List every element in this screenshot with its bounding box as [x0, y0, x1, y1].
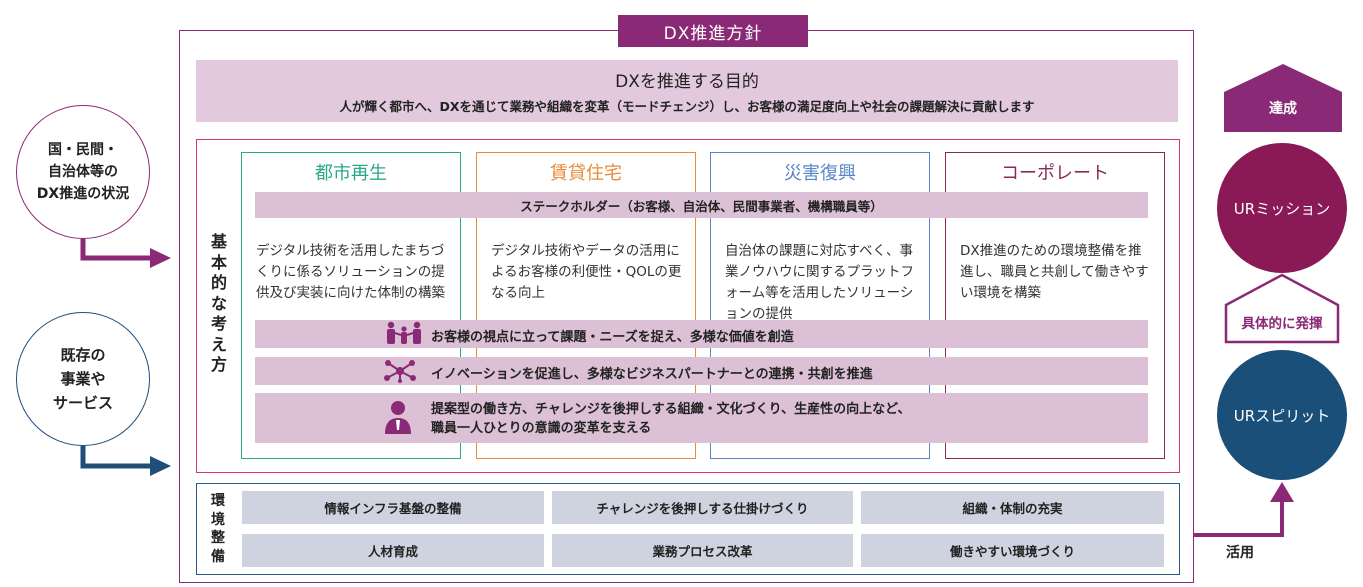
circle-line: 事業や — [60, 370, 106, 388]
env-cell: 情報インフラ基盤の整備 — [242, 491, 544, 524]
ur-mission-circle: URミッション — [1217, 143, 1347, 273]
label-char: 本 — [210, 252, 227, 272]
people-icon — [387, 321, 421, 344]
value-text-multiline: 提案型の働き方、チャレンジを後押しする組織・文化づくり、生産性の向上など、 職員… — [431, 400, 1138, 438]
value-text: イノベーションを促進し、多様なビジネスパートナーとの連携・共創を推進 — [431, 367, 873, 382]
value-text-line1: 提案型の働き方、チャレンジを後押しする組織・文化づくり、生産性の向上など、 — [431, 402, 911, 417]
circle-line: 既存の — [60, 346, 106, 364]
label-char: な — [210, 293, 227, 313]
value-text-line2: 職員一人ひとりの意識の変革を支える — [431, 421, 652, 436]
basic-approach-label: 基 本 的 な 考 え 方 — [205, 232, 233, 376]
label-char: 方 — [210, 355, 227, 374]
dx-status-circle: 国・民間・ 自治体等の DX推進の状況 — [16, 105, 150, 239]
express-house-shape — [1224, 273, 1340, 344]
env-cell: 組織・体制の充実 — [861, 491, 1164, 524]
ur-spirit-circle: URスピリット — [1217, 350, 1347, 480]
label-char: 基 — [210, 232, 227, 251]
express-label: 具体的に発揮 — [1241, 316, 1323, 332]
person-icon — [385, 401, 411, 434]
column-title: コーポレート — [1001, 163, 1109, 184]
label-char: 境 — [211, 511, 225, 528]
env-cell: 業務プロセス改革 — [552, 534, 853, 567]
purpose-text: 人が輝く都市へ、DXを通じて業務や組織を変革（モードチェンジ）し、お客様の満足度… — [339, 99, 1035, 114]
arrow-status-to-approach — [80, 239, 171, 268]
circle-line: 自治体等の — [48, 164, 118, 180]
circle-line: DX推進の状況 — [36, 186, 130, 202]
purpose-box: DXを推進する目的 人が輝く都市へ、DXを通じて業務や組織を変革（モードチェンジ… — [196, 60, 1178, 122]
label-char: 整 — [211, 530, 225, 546]
basic-approach-frame — [196, 139, 1180, 473]
column-body: DX推進のための環境整備を推進し、職員と共創して働きやすい環境を構築 — [960, 243, 1149, 301]
arrow-existing-to-approach — [80, 446, 171, 476]
policy-title: DX推進方針 — [618, 15, 808, 47]
env-cell: 働きやすい環境づくり — [861, 534, 1164, 567]
stakeholder-band: ステークホルダー（お客様、自治体、民間事業者、機構職員等） — [255, 192, 1148, 218]
value-band-customer: お客様の視点に立って課題・ニーズを捉え、多様な価値を創造 — [255, 320, 1148, 348]
arrow-use-to-spirit — [1194, 482, 1294, 537]
circle-line: 国・民間・ — [48, 142, 118, 158]
column-body: 自治体の課題に対応すべく、事業ノウハウに関するプラットフォーム等を活用したソリュ… — [725, 243, 914, 322]
achieve-house-shape — [1224, 64, 1342, 132]
column-body: デジタル技術やデータの活用によるお客様の利便性・QOLの更なる向上 — [491, 243, 682, 301]
label-char: 環 — [211, 493, 225, 509]
column-body: デジタル技術を活用したまちづくりに係るソリューションの提供及び実装に向けた体制の… — [256, 243, 445, 301]
column-title: 災害復興 — [784, 163, 856, 184]
circle-line: サービス — [52, 394, 113, 412]
value-text: お客様の視点に立って課題・ニーズを捉え、多様な価値を創造 — [431, 330, 794, 345]
label-char: え — [210, 334, 227, 354]
existing-business-circle: 既存の 事業や サービス — [16, 312, 150, 446]
environment-frame — [196, 483, 1180, 575]
column-title: 賃貸住宅 — [550, 163, 622, 184]
value-band-staff: 提案型の働き方、チャレンジを後押しする組織・文化づくり、生産性の向上など、 職員… — [255, 393, 1148, 443]
use-label: 活用 — [1226, 545, 1254, 561]
label-char: 考 — [210, 314, 227, 333]
env-cell: チャレンジを後押しする仕掛けづくり — [552, 491, 853, 524]
purpose-heading: DXを推進する目的 — [615, 72, 759, 92]
label-char: 的 — [210, 273, 227, 292]
environment-label: 環 境 整 備 — [205, 492, 231, 566]
column-title: 都市再生 — [315, 163, 387, 184]
network-icon — [384, 360, 416, 383]
env-cell: 人材育成 — [242, 534, 544, 567]
label-char: 備 — [211, 548, 225, 565]
achieve-label: 達成 — [1269, 101, 1297, 117]
value-band-innovation: イノベーションを促進し、多様なビジネスパートナーとの連携・共創を推進 — [255, 357, 1148, 385]
